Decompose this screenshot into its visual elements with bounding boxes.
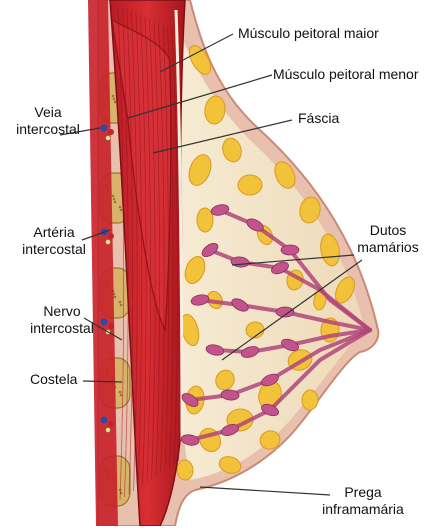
lobule [281, 245, 299, 255]
label-vein-line1: Veia [8, 104, 88, 121]
label-ducts: Dutos mamários [348, 222, 428, 256]
rib-texture-dot [113, 98, 116, 101]
rib-texture-dot [114, 296, 117, 299]
label-nerve-line2: intercostal [20, 320, 104, 337]
label-artery-line1: Artéria [14, 224, 94, 241]
rib-texture-dot [114, 201, 117, 204]
intercostal-artery-4 [108, 421, 114, 427]
fat-lobule [197, 208, 213, 232]
intercostal-vein-4 [101, 417, 108, 424]
label-ducts-line1: Dutos [348, 222, 428, 239]
intercostal-artery-2 [108, 233, 114, 239]
intercostal-artery-1 [108, 129, 114, 135]
rib-texture-dot [113, 198, 116, 201]
rib-texture-dot [114, 101, 117, 104]
rib-texture-dot [112, 95, 115, 98]
label-vein-line2: intercostal [8, 121, 88, 138]
intercostal-nerve-4 [106, 428, 111, 433]
label-fascia: Fáscia [298, 110, 339, 127]
rib-texture-dot [119, 391, 122, 394]
label-ducts-line2: mamários [348, 239, 428, 256]
label-fold-line1: Prega [308, 484, 418, 501]
label-fold: Prega inframamária [308, 484, 418, 518]
label-vein: Veia intercostal [8, 104, 88, 138]
rib-texture-dot [120, 209, 123, 212]
intercostal-artery-3 [108, 323, 114, 329]
rib-texture-dot [119, 301, 122, 304]
label-nerve-line1: Nervo [20, 303, 104, 320]
label-fold-line2: inframamária [308, 501, 418, 518]
rib-texture-dot [120, 304, 123, 307]
label-artery-line2: intercostal [14, 241, 94, 258]
intercostal-nerve-2 [106, 240, 111, 245]
label-nerve: Nervo intercostal [20, 303, 104, 337]
label-rib: Costela [30, 371, 77, 388]
label-pectoralis-minor: Músculo peitoral menor [273, 66, 419, 83]
intercostal-vein-1 [101, 125, 108, 132]
rib-texture-dot [119, 206, 122, 209]
fat-lobule [238, 175, 263, 196]
rib-texture-dot [112, 195, 115, 198]
label-artery: Artéria intercostal [14, 224, 94, 258]
label-pectoralis-major: Músculo peitoral maior [238, 25, 379, 42]
intercostal-nerve-1 [106, 136, 111, 141]
rib-texture-dot [120, 394, 123, 397]
